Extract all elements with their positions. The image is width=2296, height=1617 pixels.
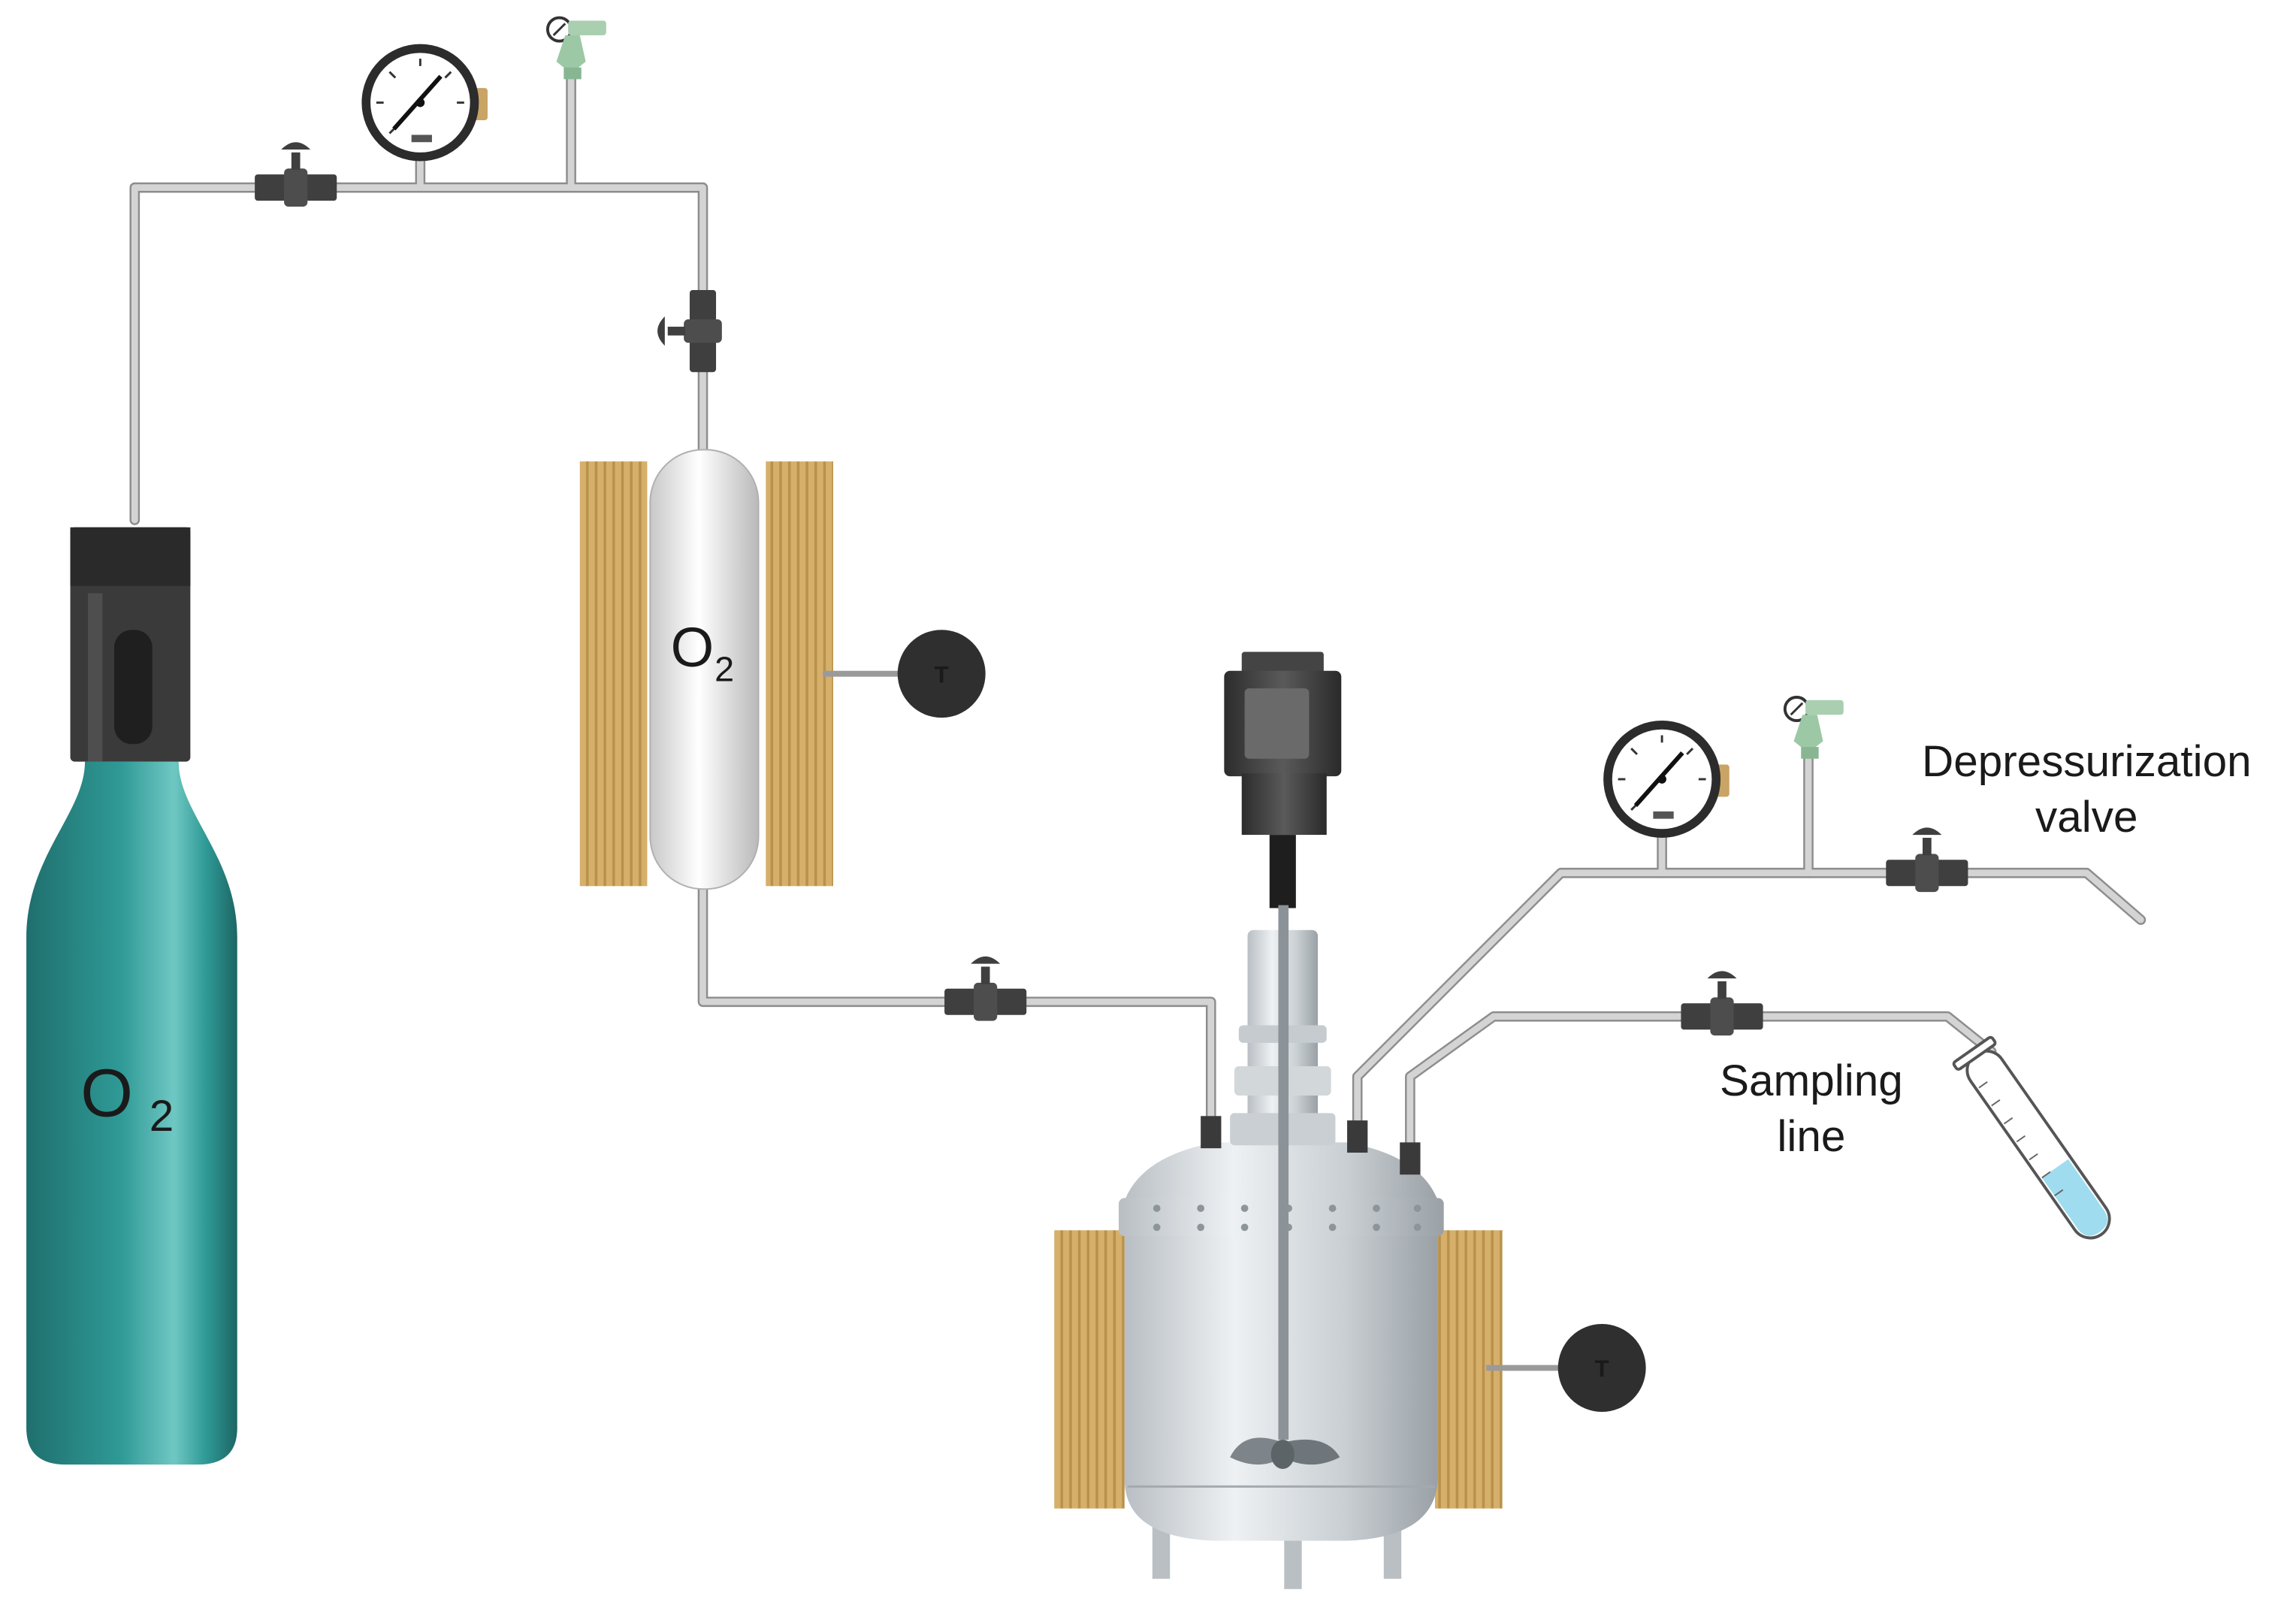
oxygen-reservoir: O 2: [579, 449, 833, 890]
relief-valve-supply: [545, 16, 606, 80]
oxygen-cylinder: O 2: [26, 527, 237, 1465]
relief-valve-outlet: [1783, 695, 1844, 759]
valve-reservoir-inlet[interactable]: [657, 290, 722, 373]
cylinder-formula-subscript: 2: [150, 1092, 174, 1141]
reservoir-formula-subscript: 2: [714, 649, 734, 688]
sampling-label-line2: line: [1777, 1112, 1845, 1161]
reservoir-heater-right: [766, 461, 833, 887]
depressurization-label-line2: valve: [2035, 793, 2137, 842]
stirrer-shaft: [1278, 905, 1289, 1440]
valve-supply-horizontal[interactable]: [255, 142, 337, 207]
cylinder-body: [26, 761, 237, 1465]
valve-depressurization[interactable]: [1886, 827, 1968, 893]
stirrer-motor: [1224, 651, 1342, 908]
depressurization-label-line1: Depressurization: [1922, 737, 2252, 786]
reservoir-formula: O: [671, 616, 714, 679]
reactor: [1054, 651, 1503, 1589]
sampling-label-line1: Sampling: [1720, 1056, 1903, 1105]
reservoir-vessel: [649, 449, 760, 890]
pressure-gauge-outlet: [1603, 721, 1730, 838]
temperature-sensor-reactor: T: [1486, 1324, 1646, 1412]
temperature-sensor-reservoir: T: [823, 630, 986, 718]
reservoir-heater-left: [579, 461, 648, 887]
valve-sampling[interactable]: [1681, 971, 1763, 1036]
pressure-gauge-supply: [361, 44, 488, 162]
reactor-heater-left: [1054, 1230, 1125, 1509]
sample-tube: [1952, 1035, 2111, 1240]
valve-reactor-feed[interactable]: [944, 956, 1027, 1021]
reservoir-temp-label: T: [935, 661, 949, 688]
cylinder-formula: O: [80, 1055, 133, 1130]
impeller: [1230, 1437, 1340, 1469]
pipework: [129, 68, 2146, 1148]
reactor-temp-label: T: [1595, 1356, 1609, 1382]
cylinder-window: [114, 630, 153, 745]
